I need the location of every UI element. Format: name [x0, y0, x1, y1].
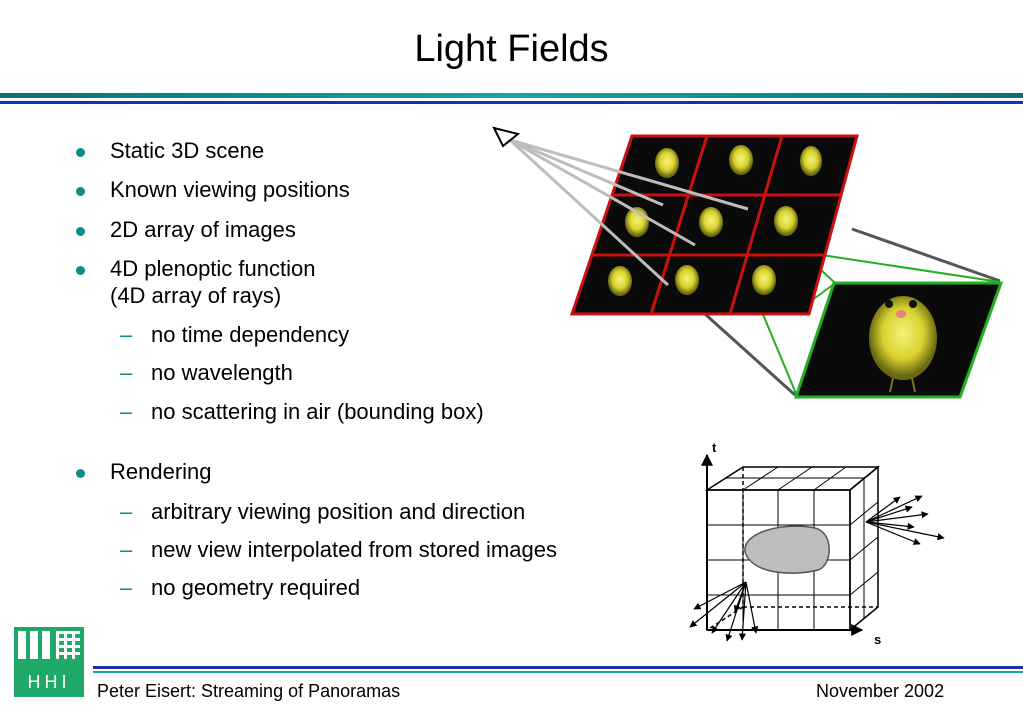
- enlarged-view: [793, 281, 1004, 399]
- hhi-logo: HHI: [14, 627, 84, 697]
- axis-label-t: t: [712, 440, 717, 455]
- bullet-image-array: 2D array of images: [72, 217, 672, 243]
- bullet-plenoptic-line2: (4D array of rays): [110, 282, 282, 308]
- projection-lines: [703, 227, 1001, 397]
- image-array: [569, 134, 859, 316]
- sub-no-geometry: no geometry required: [72, 575, 672, 602]
- sub-arbitrary-view: arbitrary viewing position and direction: [72, 499, 672, 526]
- bullet-rendering: Rendering: [72, 459, 672, 485]
- axis-label-s: s: [874, 632, 881, 647]
- header-rule-teal: [0, 93, 1023, 98]
- footer-author: Peter Eisert: Streaming of Panoramas: [97, 681, 401, 701]
- camera-icon: [492, 126, 521, 148]
- ray-bundle-right: [865, 495, 945, 545]
- footer-rule-teal: [93, 671, 1023, 673]
- footer-rule-navy: [93, 666, 1023, 669]
- slide-title: Light Fields: [414, 28, 609, 70]
- ray-bundle-bottom: [689, 581, 759, 642]
- bullet-plenoptic: 4D plenoptic function (4D array of rays): [72, 256, 672, 309]
- viewing-rays: [508, 138, 749, 287]
- bullet-static-scene: Static 3D scene: [72, 138, 672, 164]
- sub-no-wavelength: no wavelength: [72, 360, 672, 387]
- axes: [701, 453, 864, 636]
- header-rule-navy: [0, 101, 1023, 104]
- hhi-logo-text: HHI: [28, 672, 71, 692]
- sub-interpolated: new view interpolated from stored images: [72, 537, 672, 564]
- scene-object-blob: [744, 525, 830, 574]
- sub-no-scattering: no scattering in air (bounding box): [72, 399, 672, 426]
- bullet-viewing-positions: Known viewing positions: [72, 177, 672, 203]
- footer-date: November 2002: [816, 681, 945, 701]
- sub-no-time: no time dependency: [72, 322, 672, 349]
- chick-thumbnails: [608, 145, 822, 296]
- bullet-plenoptic-line1: 4D plenoptic function: [110, 256, 316, 282]
- bullet-list: Static 3D scene Known viewing positions …: [72, 138, 672, 614]
